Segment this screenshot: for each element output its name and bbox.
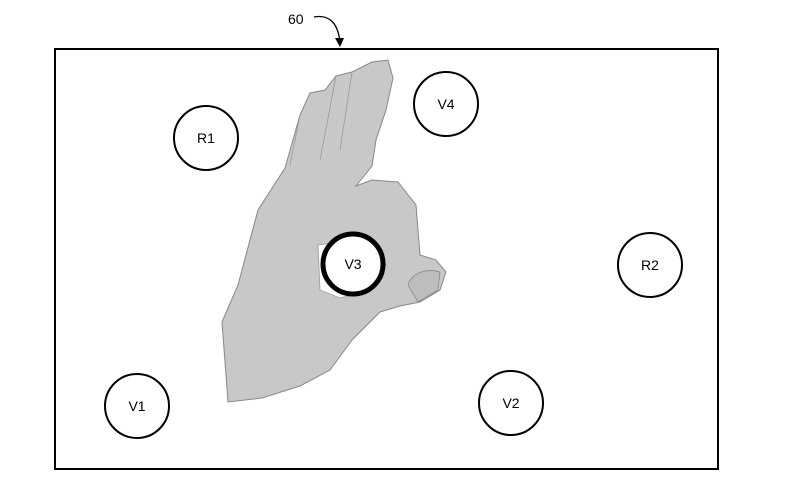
- reference-numeral: 60: [288, 11, 304, 27]
- circle-label: V2: [502, 395, 519, 411]
- target-circle-v1[interactable]: V1: [104, 373, 170, 439]
- target-circle-v3-selected[interactable]: V3: [320, 231, 386, 297]
- circle-label: V4: [437, 96, 454, 112]
- target-circle-r2[interactable]: R2: [617, 232, 683, 298]
- target-circle-v4[interactable]: V4: [413, 71, 479, 137]
- circle-label: R1: [197, 130, 215, 146]
- circle-label: V1: [128, 398, 145, 414]
- circle-label: R2: [641, 257, 659, 273]
- target-circle-v2[interactable]: V2: [478, 370, 544, 436]
- reference-arrow: [313, 15, 341, 43]
- target-circle-r1[interactable]: R1: [173, 105, 239, 171]
- circle-label: V3: [344, 256, 361, 272]
- arrow-head-icon: [335, 38, 344, 47]
